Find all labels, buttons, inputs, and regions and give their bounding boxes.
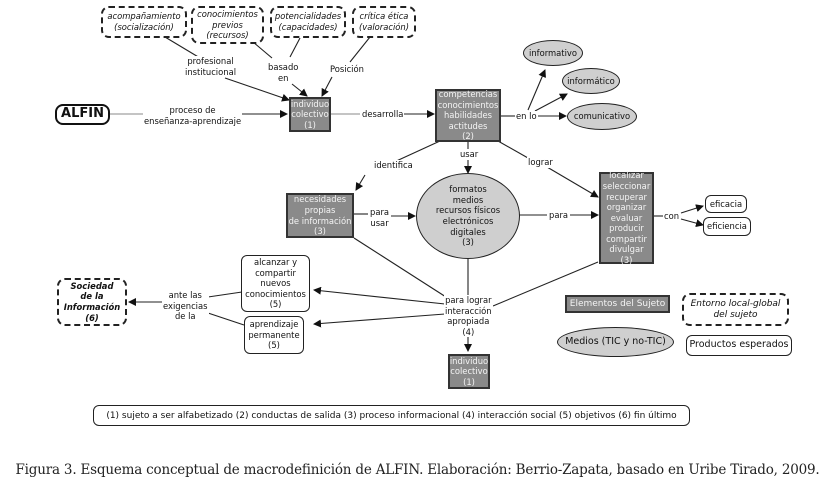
- label-identifica: identifica: [373, 160, 414, 171]
- node-informativo: informativo: [523, 40, 583, 66]
- label-desarrolla: desarrolla: [361, 109, 405, 120]
- node-competencias: competencias conocimientos habilidades a…: [435, 89, 501, 142]
- node-aprendizaje-permanente: aprendizaje permanente (5): [244, 316, 304, 354]
- edge-competencias-identifica: [391, 140, 441, 164]
- node-sociedad-informacion: Sociedad de la Información (6): [57, 278, 127, 326]
- label-con: con: [663, 211, 681, 222]
- node-localizar: localizar seleccionar recuperar organiza…: [599, 170, 654, 265]
- figure-caption-text: Esquema conceptual de macrodefinición de…: [76, 462, 820, 478]
- edge-aprendizaje-antelas: [207, 312, 245, 326]
- edge-alcanzar-antelas: [207, 291, 243, 298]
- label-usar: usar: [459, 149, 480, 160]
- edge-enlo-informativo: [527, 69, 546, 111]
- legend-productos-esperados: Productos esperados: [686, 335, 792, 356]
- label-basado-en: basado en: [267, 62, 300, 84]
- edge-profesional-individuo: [224, 77, 290, 102]
- label-para-lograr-interaccion: para lograr interacción apropiada (4): [444, 295, 493, 338]
- edge-competencias-lograr: [497, 140, 529, 159]
- edge-basado-individuo: [291, 83, 308, 97]
- edge-necesidades-paralograr: [353, 237, 447, 298]
- label-para-usar: para usar: [369, 207, 391, 229]
- node-informatico: informático: [562, 68, 620, 94]
- edge-con-eficacia: [680, 204, 704, 214]
- edge-identifica-necesidades: [355, 174, 366, 191]
- node-critica-etica: crítica ética (valoración): [352, 6, 416, 38]
- edge-paralograr-aprendizaje: [313, 313, 446, 328]
- node-comunicativo: comunicativo: [567, 103, 637, 130]
- node-acompanamiento: acompañamiento (socialización): [101, 6, 187, 38]
- node-formatos-medios: formatos medios recursos físicos electró…: [416, 173, 520, 259]
- legend-entorno-local-global: Entorno local-global del sujeto: [682, 293, 789, 326]
- figure-label: Figura 3.: [15, 462, 77, 478]
- node-individuo-colectivo-bottom: individuo colectivo (1): [448, 354, 490, 389]
- label-lograr: lograr: [527, 157, 554, 168]
- edge-acompanamiento-profesional: [164, 36, 201, 59]
- edge-conocimientos-basado: [252, 41, 273, 59]
- edge-con-eficiencia: [680, 218, 704, 228]
- edge-posicion-individuo: [321, 76, 333, 97]
- label-proceso-ensenanza: proceso de enseñanza-aprendizaje: [143, 105, 243, 127]
- edge-paralograr-alcanzar: [313, 286, 446, 305]
- edge-potencialidades-basado: [289, 37, 301, 58]
- footnote-legend: (1) sujeto a ser alfabetizado (2) conduc…: [93, 405, 690, 426]
- node-eficiencia: eficiencia: [703, 217, 751, 236]
- figure-caption: Figura 3. Esquema conceptual de macrodef…: [0, 462, 835, 478]
- label-profesional-institucional: profesional institucional: [184, 56, 238, 78]
- legend-medios: Medios (TIC y no-TIC): [557, 327, 674, 357]
- node-potencialidades: potencialidades (capacidades): [270, 6, 346, 38]
- node-necesidades: necesidades propias de información (3): [286, 193, 354, 238]
- node-conocimientos-previos: conocimientos previos (recursos): [191, 6, 264, 44]
- label-en-lo: en lo: [515, 111, 538, 122]
- label-para: para: [548, 210, 570, 221]
- edge-lograr-localizar: [546, 166, 599, 198]
- label-ante-las-exigencias: ante las exigencias de la: [162, 290, 209, 322]
- legend-elementos-sujeto: Elementos del Sujeto: [565, 295, 670, 313]
- edge-enlo-informatico: [534, 93, 568, 112]
- node-alcanzar-compartir: alcanzar y compartir nuevos conocimiento…: [241, 255, 310, 312]
- edge-localizar-paralograr: [492, 261, 599, 307]
- label-posicion: Posición: [329, 64, 365, 75]
- node-alfin: ALFIN: [55, 104, 110, 125]
- edge-critica-posicion: [349, 36, 371, 63]
- node-eficacia: eficacia: [705, 195, 747, 213]
- node-individuo-colectivo: individuo colectivo (1): [289, 97, 331, 132]
